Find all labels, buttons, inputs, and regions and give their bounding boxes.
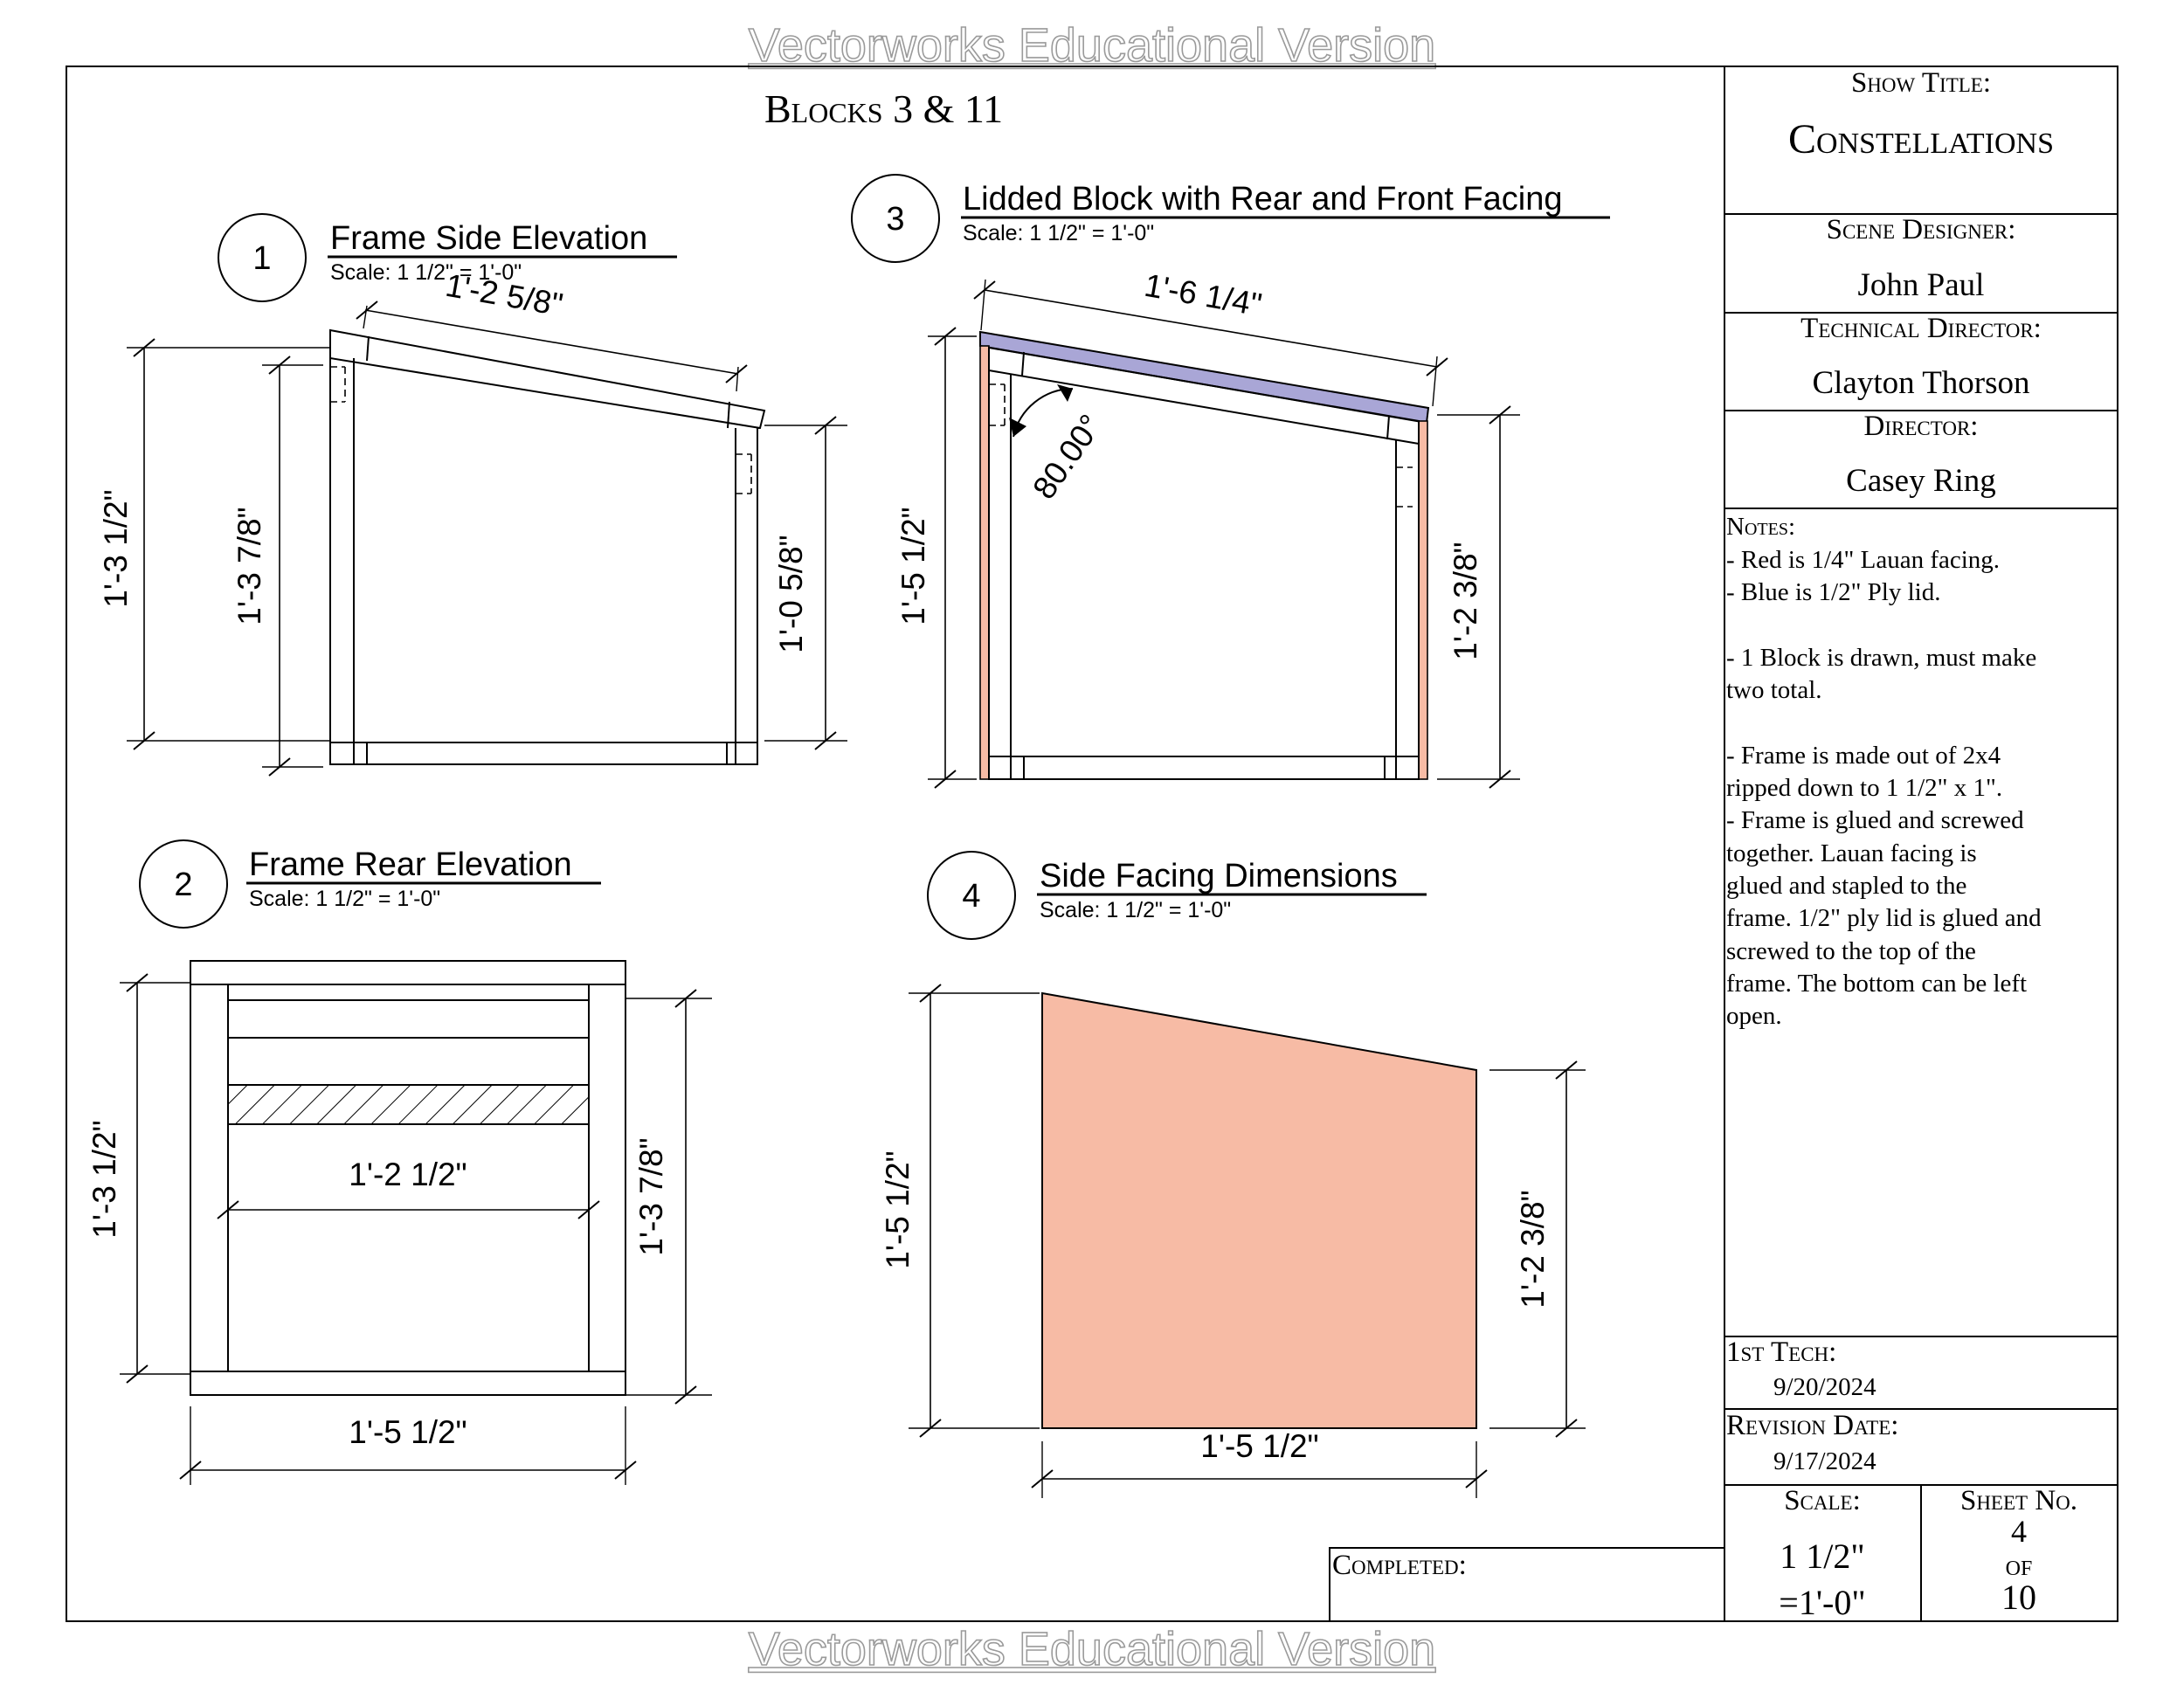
view-3-number: 3 — [886, 201, 904, 238]
view-1-dim-extension — [736, 366, 739, 392]
view-1-dim-right: 1'-0 5/8" — [773, 535, 809, 653]
director: Casey Ring — [1846, 463, 1996, 499]
view-1-dim-top-line — [364, 309, 739, 375]
notes-line: together. Lauan facing is — [1726, 839, 1977, 867]
view-1-number-bubble — [218, 213, 307, 302]
view-1-top-rail — [329, 357, 761, 429]
view-3-scale: Scale: 1 1/2" = 1'-0" — [963, 221, 1154, 245]
view-3-joint — [1386, 415, 1390, 440]
view-4-title: Side Facing Dimensions — [1040, 858, 1398, 894]
show-title: Constellations — [1788, 116, 2054, 162]
first-tech-date: 9/20/2024 — [1773, 1373, 1876, 1401]
technical-director-label: Technical Director: — [1800, 313, 2042, 344]
notes-line: glued and stapled to the — [1726, 872, 1966, 900]
view-4-scale: Scale: 1 1/2" = 1'-0" — [1040, 898, 1231, 922]
view-2-outer-frame — [190, 960, 626, 1396]
notes-line: open. — [1726, 1002, 1782, 1030]
scale-value-1: 1 1/2" — [1780, 1537, 1864, 1576]
view-2-dim-right: 1'-3 7/8" — [633, 1137, 669, 1255]
sheet-title: Blocks 3 & 11 — [764, 86, 1003, 131]
notes-line: frame. The bottom can be left — [1726, 970, 2027, 998]
revision-label: Revision Date: — [1726, 1410, 1898, 1441]
view-4-number: 4 — [962, 878, 980, 915]
view-4-number-bubble — [927, 851, 1016, 940]
sheet-label: Sheet No. — [1960, 1485, 2077, 1516]
view-4-dim-bottom: 1'-5 1/2" — [1200, 1428, 1318, 1464]
view-3-dim-extension — [1432, 356, 1438, 407]
technical-director: Clayton Thorson — [1812, 365, 2029, 401]
sheet-number: 4 — [2011, 1514, 2027, 1549]
view-3-dim-top-line — [984, 289, 1438, 368]
scene-designer: John Paul — [1858, 267, 1985, 303]
view-4-dim-right: 1'-2 3/8" — [1515, 1190, 1551, 1308]
view-1-hidden-block — [330, 366, 752, 494]
view-1-dim-extension — [363, 305, 368, 329]
view-3-joint — [1021, 351, 1025, 376]
scene-designer-label: Scene Designer: — [1827, 214, 2016, 245]
revision-date: 9/17/2024 — [1773, 1447, 1876, 1475]
view-2-frame-rear-elevation: 2 Frame Rear Elevation Scale: 1 1/2" = 1… — [86, 839, 712, 1485]
sheet-border — [66, 66, 2118, 1622]
view-1-dim-left-outer: 1'-3 1/2" — [98, 489, 134, 607]
view-1-dim-left-inner: 1'-3 7/8" — [232, 507, 267, 625]
view-4-side-facing: 4 Side Facing Dimensions Scale: 1 1/2" =… — [880, 851, 1586, 1498]
view-2-scale: Scale: 1 1/2" = 1'-0" — [249, 887, 440, 911]
notes-line: - Frame is glued and screwed — [1726, 806, 2024, 834]
view-3-title: Lidded Block with Rear and Front Facing — [963, 181, 1562, 218]
director-label: Director: — [1864, 411, 1979, 442]
notes-line: - 1 Block is drawn, must make — [1726, 644, 2036, 672]
view-1-number: 1 — [252, 240, 271, 277]
view-1-joint — [366, 335, 370, 362]
notes-line: screwed to the top of the — [1726, 937, 1976, 965]
view-3-dim-right: 1'-2 3/8" — [1448, 542, 1483, 660]
notes-line: frame. 1/2" ply lid is glued and — [1726, 904, 2042, 932]
view-2-number: 2 — [174, 867, 192, 903]
view-3-ply-lid — [979, 330, 1430, 425]
view-4-lauan-panel — [1041, 991, 1477, 1429]
notes-line: - Red is 1/4" Lauan facing. — [1726, 546, 2000, 574]
notes-line: - Frame is made out of 2x4 — [1726, 742, 2001, 770]
notes-list: - Red is 1/4" Lauan facing. - Blue is 1/… — [1726, 546, 2042, 1030]
view-1-joint — [727, 401, 730, 429]
view-3-frame-outline — [988, 346, 1420, 780]
view-3-rear-facing — [979, 345, 990, 780]
view-2-dim-left: 1'-3 1/2" — [86, 1120, 122, 1238]
scale-value-2: =1'-0" — [1779, 1583, 1865, 1622]
scale-label: Scale: — [1784, 1485, 1861, 1516]
completed-label: Completed: — [1332, 1550, 1467, 1581]
view-2-title: Frame Rear Elevation — [249, 846, 572, 883]
view-1-scale: Scale: 1 1/2" = 1'-0" — [330, 260, 522, 285]
view-3-dim-extension — [980, 279, 986, 331]
sheet-total: 10 — [2001, 1578, 2036, 1617]
view-1-title: Frame Side Elevation — [330, 220, 647, 257]
sheet-of: of — [2006, 1550, 2033, 1582]
view-2-dim-bottom: 1'-5 1/2" — [349, 1414, 467, 1450]
view-3-angle-arrow — [1009, 418, 1026, 437]
first-tech-label: 1st Tech: — [1726, 1336, 1836, 1368]
view-2-hatched-rail — [227, 1084, 590, 1125]
view-3-angle-label: 80.00° — [1026, 408, 1109, 505]
view-3-front-facing — [1418, 420, 1428, 780]
watermark-top: Vectorworks Educational Version — [749, 19, 1435, 72]
notes-line: two total. — [1726, 676, 1822, 704]
notes-label: Notes: — [1726, 513, 1795, 541]
notes-line: - Blue is 1/2" Ply lid. — [1726, 578, 1940, 606]
view-1-frame-outline — [329, 328, 766, 765]
view-1-frame-side-elevation: 1 Frame Side Elevation Scale: 1 1/2" = 1… — [98, 213, 847, 777]
title-block: Show Title: Constellations Scene Designe… — [1724, 66, 2118, 1622]
view-3-top-rail — [988, 369, 1420, 445]
view-3-lidded-block: 3 Lidded Block with Rear and Front Facin… — [851, 174, 1610, 789]
view-4-dim-left: 1'-5 1/2" — [880, 1150, 916, 1268]
watermark-bottom: Vectorworks Educational Version — [749, 1623, 1435, 1675]
view-2-dim-inner: 1'-2 1/2" — [349, 1157, 467, 1192]
show-title-label: Show Title: — [1851, 67, 1991, 99]
view-3-angle-arrow — [1057, 384, 1073, 402]
view-3-number-bubble — [851, 174, 940, 263]
view-2-number-bubble — [139, 839, 228, 929]
view-3-dim-top: 1'-6 1/4" — [1142, 267, 1264, 323]
notes-line: ripped down to 1 1/2" x 1". — [1726, 774, 2002, 802]
view-3-dim-left: 1'-5 1/2" — [895, 507, 931, 625]
